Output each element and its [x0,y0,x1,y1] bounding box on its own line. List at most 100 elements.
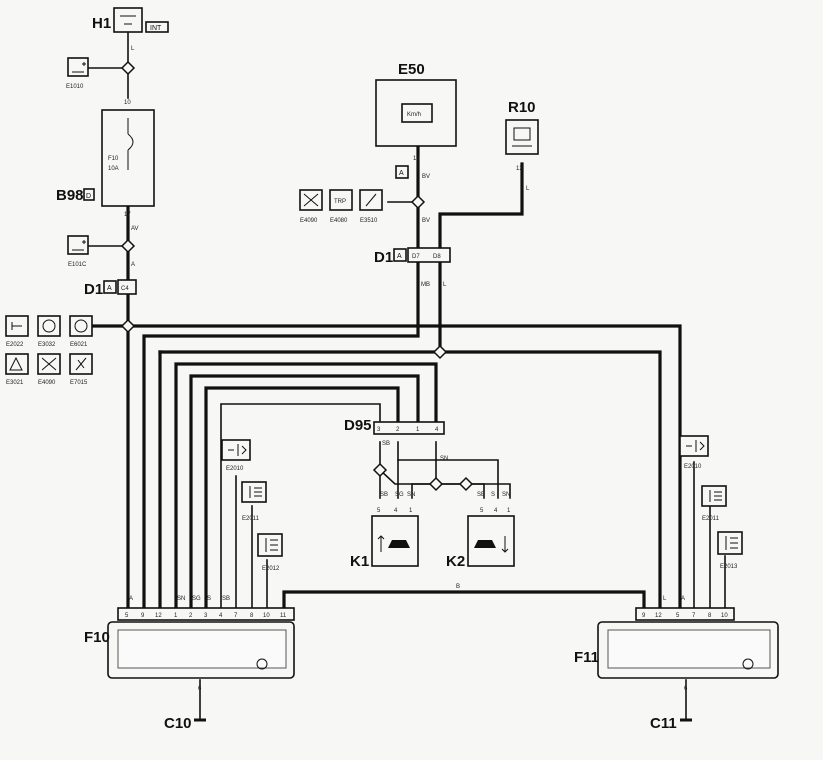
f10-wire-sg: SG [192,596,201,602]
b98-label: B98 [56,187,84,204]
k2-pin-5: 5 [480,508,484,514]
wire-l-f11-12 [438,260,662,610]
ref-e1010-label: E1010 [66,84,84,90]
node-d95-3 [372,462,388,478]
connector-d95: D95 3 2 1 4 SB SN [344,417,448,462]
component-e50: E50 Km/h 13 A BV BV [375,61,457,224]
node-bus [120,318,136,334]
f11-wire-a: A [681,596,685,602]
ref-e2012-l: E2012 [262,566,280,572]
k1-label: K1 [350,553,369,570]
ref-e2011-r: E2011 [702,516,720,522]
d1-left-tag-box [103,280,117,294]
ref-e2022: E2022 [6,342,24,348]
wire-label-sn: SN [440,456,448,462]
component-h1: H1 INT L [92,7,169,52]
node-e50 [410,194,426,210]
wires [85,31,726,721]
ref-e4090: E4090 [38,380,56,386]
f10-wire-s: S [207,596,211,602]
wire-label-av: AV [131,226,139,232]
ref-e2010-l: E2010 [226,466,244,472]
fan-icon [303,193,319,207]
k2-pin-4: 4 [494,508,498,514]
d1-right-pin-d8: D8 [433,254,441,260]
r10-pin: 12 [516,166,523,172]
icon-box-trip [329,189,353,211]
e50-pin: 13 [413,156,420,162]
b98-sub: D [86,193,91,200]
lamp-box-e2010-l [221,439,251,461]
ref-e3510: E3510 [360,218,378,224]
wire-d95-2 [397,441,499,499]
e50-display [401,103,433,123]
k1-wire-sg: SG [395,492,404,498]
ref-e101c: E101C [67,235,89,268]
needle-icon [365,193,377,207]
f11-ground-pin: 6 [684,686,688,692]
headlamp-logo-icon [742,658,754,670]
h1-tag: INT [150,25,162,32]
c11-label: C11 [650,715,677,732]
wire-label-l: L [131,46,135,52]
wire-bus-a [86,324,682,610]
d1-left-label: D1 [84,281,103,298]
sidelight-icon [686,440,705,452]
gauge-icon [42,319,56,333]
d95-pin-1: 1 [416,427,420,433]
f10-pin-11: 11 [280,613,287,619]
wire-r10-d1 [438,162,524,250]
f11-wire-l: L [663,596,667,602]
h1-label: H1 [92,15,111,32]
d95-pin-2: 2 [396,427,400,433]
f10-pin-4: 4 [219,613,223,619]
f10-ground-pin: 6 [198,686,202,692]
connector-d1-left: D1 A C4 [84,279,137,298]
f11-inner [607,629,771,669]
node-k2 [458,476,474,492]
f10-pin-10: 10 [263,613,270,619]
right-lamps: E2010 E2011 E2013 [679,435,743,570]
ref-e2013-r: E2013 [720,564,738,570]
junction-nodes [120,60,474,492]
f10-wire-a: A [129,596,133,602]
f11-pin-5: 5 [676,613,680,619]
icon-box-e3032 [37,315,61,337]
fan-icon [41,357,57,371]
f10-pin-1: 1 [174,613,178,619]
wire-b [282,590,646,610]
f10-pin-12: 12 [155,613,162,619]
icon-box-e6021 [69,315,93,337]
component-r10: R10 12 L [505,99,539,192]
lamp-box-e2010-r [679,435,709,457]
node-l [432,344,448,360]
trip-text: TRP [334,199,346,205]
f11-pin-10: 10 [721,613,728,619]
k2-pin-1: 1 [507,508,511,514]
sidelight-icon [228,444,247,456]
battery-box-2 [67,235,89,255]
c10-label: C10 [164,715,192,732]
ground-c10: C10 [164,715,206,732]
r10-label: R10 [508,99,536,116]
dipped-beam-icon [709,490,722,502]
wire-label-bv2: BV [422,218,430,224]
wheel-icon [74,319,88,333]
f10-pin-strip [117,607,295,621]
b98-pin-top: 10 [124,100,131,106]
f10-pin-9: 9 [141,613,145,619]
battery-plus-icon [72,62,86,73]
ground-c11: C11 [650,715,692,732]
f11-pin-9: 9 [642,613,646,619]
f11-pin-8: 8 [708,613,712,619]
f11-label: F11 [574,649,599,666]
main-beam-icon [265,538,278,552]
f10-wire-sn: SN [177,596,185,602]
d1-right-pin-box [407,247,451,263]
ref-e2011-l: E2011 [242,516,260,522]
f10-pin-2: 2 [189,613,193,619]
wire-label-b: B [456,584,460,590]
h1-tag-box [145,21,169,33]
b98-sub-box [83,188,95,201]
